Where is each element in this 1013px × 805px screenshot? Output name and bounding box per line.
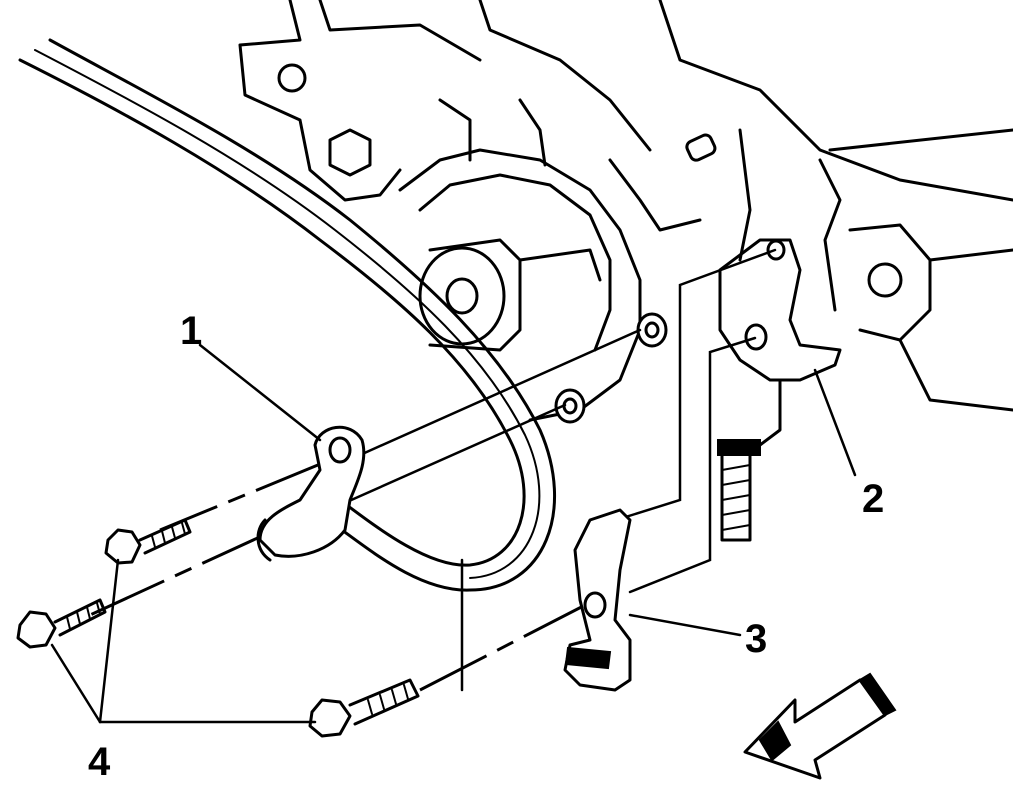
callout-1: 1: [180, 309, 202, 353]
bracket-part-3: [563, 508, 632, 692]
hose: [18, 38, 556, 592]
callout-3: 3: [745, 617, 767, 661]
bolt-upper: [104, 518, 192, 565]
alignment-lines: [89, 248, 777, 692]
bolt-middle: [16, 598, 107, 649]
callout-leaders: [50, 343, 857, 724]
view-direction-arrow-icon: [743, 672, 897, 780]
callout-2: 2: [862, 477, 884, 521]
engine-block: [238, 0, 1013, 412]
pump-housing: [398, 98, 702, 424]
callout-4: 4: [88, 740, 111, 784]
clamp-part-1: [256, 425, 366, 562]
bracket-part-2: [717, 128, 842, 542]
bolt-lower: [308, 678, 420, 738]
